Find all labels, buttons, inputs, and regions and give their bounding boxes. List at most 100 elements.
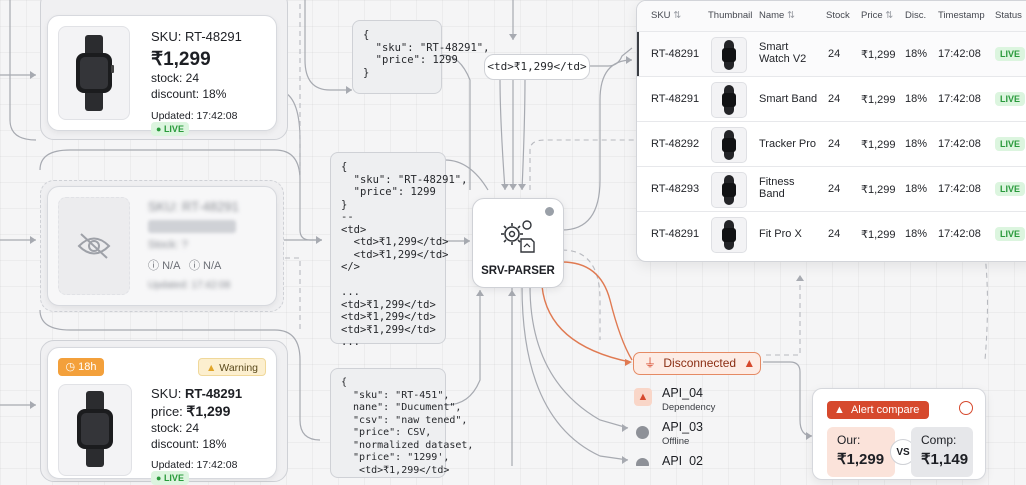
disconnected-badge[interactable]: ⏚ Disconnected ▲: [633, 352, 761, 375]
cell-sku: RT-48293: [651, 183, 700, 195]
cell-price: ₹1,299: [861, 49, 896, 61]
stock-unknown-label: Stock: ?: [148, 239, 188, 251]
col-header-sku-text: SKU: [651, 10, 671, 21]
col-header-discount[interactable]: Disc.: [905, 10, 927, 21]
col-header-thumbnail[interactable]: Thumbnail: [708, 10, 753, 21]
api-status: Dependency: [662, 402, 716, 413]
plug-icon: ⏚: [644, 356, 657, 370]
smartwatch-icon: [77, 391, 113, 467]
question-icon: ⓘ: [148, 260, 159, 272]
cell-stock: 24: [828, 228, 841, 240]
price-value: ₹1,299: [151, 49, 211, 70]
parser-label: SRV-PARSER: [481, 265, 555, 277]
cell-discount: 18%: [905, 93, 928, 105]
cell-name: Fit Pro X: [759, 228, 802, 240]
alert-triangle-icon: ▲: [834, 404, 845, 416]
cell-name: Fitness Band: [759, 176, 795, 200]
cell-stock: 24: [828, 138, 841, 150]
col-header-stock[interactable]: Stock: [826, 10, 850, 21]
updated-label: Updated: 17:42:08: [151, 459, 238, 471]
sku-row: SKU: RT-48291: [151, 386, 242, 401]
sort-icon: ⇅: [673, 10, 682, 21]
cell-thumbnail: [711, 217, 747, 253]
sku-label: SKU: RT-48291: [151, 29, 242, 44]
product-card-warning[interactable]: ◷ 18h ▲ Warning SKU: RT-48291 price: ₹1,…: [47, 347, 277, 485]
competitor-price: ₹1,149: [921, 451, 969, 468]
alert-compare-card[interactable]: ▲ Alert compare Our: ₹1,299 VS Comp: ₹1,…: [812, 388, 986, 480]
question-icon: ⓘ: [188, 260, 200, 272]
wire-pill-to-parser-3: [521, 77, 526, 191]
td-price-pill: <td>₹1,299</td>: [484, 54, 590, 80]
band-icon: [722, 85, 736, 115]
cell-thumbnail: [711, 82, 747, 118]
product-thumbnail: [58, 26, 130, 120]
live-badge: ● LIVE: [151, 122, 189, 136]
na-value-2: N/A: [203, 260, 222, 272]
api-name: API_03: [662, 420, 704, 434]
cell-thumbnail: [711, 37, 747, 73]
col-header-timestamp[interactable]: Timestamp: [938, 10, 985, 21]
clock-icon: ◷: [65, 361, 76, 373]
cell-discount: 18%: [905, 228, 928, 240]
wire-code-top-to-parser: [441, 54, 471, 190]
stock-label: stock: 24: [151, 71, 200, 85]
wire-parser-to-disconnected: [561, 261, 633, 361]
na-value-1: N/A: [162, 260, 180, 272]
cell-discount: 18%: [905, 48, 928, 60]
cell-price: ₹1,299: [861, 139, 896, 151]
warning-text: Warning: [219, 362, 259, 374]
dashed-wire-parser: [561, 249, 601, 340]
product-card-unavailable[interactable]: SKU: RT-48291 Stock: ? ⓘ N/A ⓘ N/A Updat…: [47, 186, 277, 306]
dashed-wire-right: [983, 254, 989, 361]
col-header-name[interactable]: Name ⇅: [759, 10, 795, 21]
status-live-badge: LIVE: [995, 47, 1026, 61]
clock-icon: [959, 401, 973, 415]
offline-dot-icon: [636, 426, 649, 439]
api-item-04[interactable]: ▲ API_04 Dependency: [634, 386, 754, 414]
api-item-03[interactable]: API_03 Offline: [634, 420, 754, 448]
cell-price: ₹1,299: [861, 229, 896, 241]
wire-card-loop: [39, 149, 301, 181]
timer-badge: ◷ 18h: [58, 358, 104, 376]
col-header-price[interactable]: Price ⇅: [861, 10, 893, 21]
wire-code-bot-to-parser: [445, 290, 481, 406]
api-status: Offline: [662, 436, 690, 447]
alert-compare-badge: ▲ Alert compare: [827, 401, 929, 419]
csv-payload-snippet: { "sku": "RT-451", nane": "Ducument", "c…: [330, 368, 473, 478]
stock-label: stock: 24: [151, 421, 200, 435]
cell-timestamp: 17:42:08: [938, 48, 981, 60]
cell-timestamp: 17:42:08: [938, 183, 981, 195]
product-data-table: SKU ⇅ Thumbnail Name ⇅ Stock Price ⇅ Dis…: [636, 0, 1026, 262]
cell-discount: 18%: [905, 138, 928, 150]
price-prefix: price:: [151, 404, 183, 419]
sort-icon: ⇅: [885, 10, 894, 21]
cell-discount: 18%: [905, 183, 928, 195]
band-icon: [722, 220, 736, 250]
cell-sku: RT-48291: [651, 48, 700, 60]
status-live-badge: LIVE: [995, 227, 1026, 241]
cell-timestamp: 17:42:08: [938, 138, 981, 150]
srv-parser-node[interactable]: SRV-PARSER: [472, 198, 564, 288]
cell-thumbnail: [711, 127, 747, 163]
col-header-sku[interactable]: SKU ⇅: [651, 10, 681, 21]
col-header-price-text: Price: [861, 10, 883, 21]
competitor-price-box: Comp: ₹1,149: [911, 427, 973, 477]
sku-prefix: SKU:: [151, 386, 182, 401]
dashed-wire-up: [766, 275, 801, 356]
col-header-status[interactable]: Status: [995, 10, 1022, 21]
wire-disc-to-alert: [763, 361, 813, 437]
api-item-02[interactable]: API_02: [634, 454, 754, 466]
product-card-top[interactable]: SKU: RT-48291 ₹1,299 stock: 24 discount:…: [47, 15, 277, 136]
api-name: API_04: [662, 386, 704, 400]
price-row: price: ₹1,299: [151, 403, 230, 420]
updated-label-blurred: Updated: 17:42:08: [148, 280, 231, 291]
wire-parser-to-table: [561, 59, 633, 231]
competitor-label: Comp:: [921, 433, 957, 447]
wire-left-vertical: [9, 0, 37, 141]
cell-name: Smart Watch V2: [759, 41, 807, 65]
